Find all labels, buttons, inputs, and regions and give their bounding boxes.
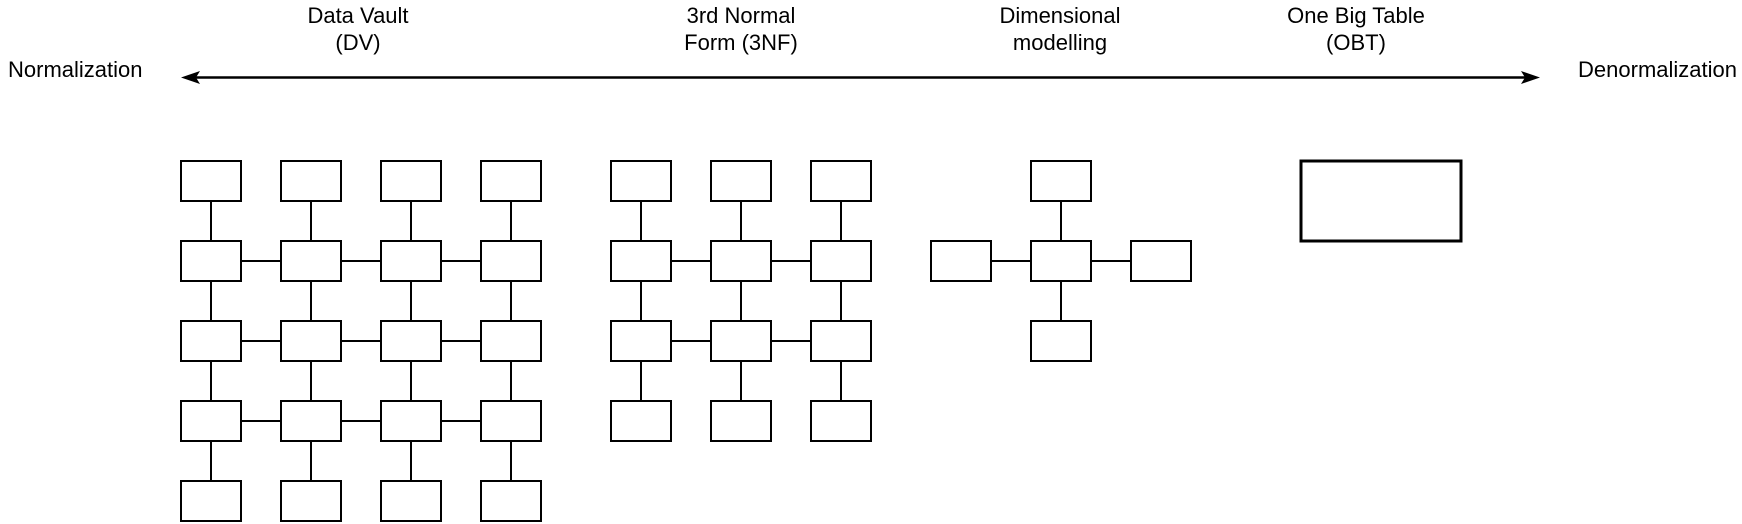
third-normal-form-schema-table-box <box>610 400 672 442</box>
data-vault-schema-table-box <box>480 160 542 202</box>
data-vault-schema-table-box <box>180 320 242 362</box>
dimensional-star-schema-dimension-box <box>930 240 992 282</box>
normalization-label: Normalization <box>8 57 143 82</box>
third-normal-form-schema-table-box <box>610 160 672 202</box>
data-vault-schema-table-box <box>280 160 342 202</box>
label-dimensional-modelling-line1: Dimensional <box>999 3 1121 28</box>
dimensional-star-schema-dimension-box <box>1030 160 1092 202</box>
third-normal-form-schema-table-box <box>810 160 872 202</box>
label-one-big-table: One Big Table (OBT) <box>1287 2 1425 56</box>
label-dimensional-modelling: Dimensional modelling <box>999 2 1120 56</box>
data-vault-schema-table-box <box>380 320 442 362</box>
label-one-big-table-line1: One Big Table <box>1287 3 1425 28</box>
third-normal-form-schema-table-box <box>610 320 672 362</box>
data-vault-schema-table-box <box>180 400 242 442</box>
data-vault-schema-table-box <box>380 240 442 282</box>
label-3nf-line1: 3rd Normal <box>686 3 796 28</box>
data-vault-schema-table-box <box>480 400 542 442</box>
data-vault-schema-table-box <box>280 400 342 442</box>
dimensional-star-schema-fact-box <box>1030 240 1092 282</box>
third-normal-form-schema-table-box <box>810 400 872 442</box>
label-one-big-table-line2: (OBT) <box>1326 30 1386 55</box>
data-vault-schema-table-box <box>180 240 242 282</box>
third-normal-form-schema-table-box <box>710 240 772 282</box>
label-3nf-line2: Form (3NF) <box>684 30 798 55</box>
third-normal-form-schema-table-box <box>710 400 772 442</box>
label-dimensional-modelling-line2: modelling <box>1012 30 1108 55</box>
data-vault-schema-table-box <box>280 320 342 362</box>
data-vault-schema-table-box <box>180 480 242 522</box>
data-vault-schema-table-box <box>380 160 442 202</box>
third-normal-form-schema-table-box <box>810 240 872 282</box>
axis-arrowhead-left <box>181 71 200 84</box>
data-vault-schema-table-box <box>380 400 442 442</box>
data-vault-schema-table-box <box>280 240 342 282</box>
label-data-vault-line2: (DV) <box>335 30 381 55</box>
third-normal-form-schema-table-box <box>710 160 772 202</box>
denormalization-label: Denormalization <box>1578 57 1737 82</box>
one-big-table-schema-table-box <box>1299 159 1463 243</box>
dimensional-star-schema-dimension-box <box>1030 320 1092 362</box>
data-vault-schema-table-box <box>280 480 342 522</box>
data-vault-schema-table-box <box>480 320 542 362</box>
dimensional-star-schema-dimension-box <box>1130 240 1192 282</box>
data-vault-schema-table-box <box>180 160 242 202</box>
label-data-vault-line1: Data Vault <box>307 3 409 28</box>
data-vault-schema-table-box <box>380 480 442 522</box>
axis-arrowhead-right <box>1521 71 1540 84</box>
data-vault-schema-table-box <box>480 240 542 282</box>
third-normal-form-schema-table-box <box>710 320 772 362</box>
data-vault-schema-table-box <box>480 480 542 522</box>
third-normal-form-schema-table-box <box>610 240 672 282</box>
third-normal-form-schema-table-box <box>810 320 872 362</box>
label-3nf: 3rd Normal Form (3NF) <box>684 2 798 56</box>
label-data-vault: Data Vault (DV) <box>307 2 408 56</box>
